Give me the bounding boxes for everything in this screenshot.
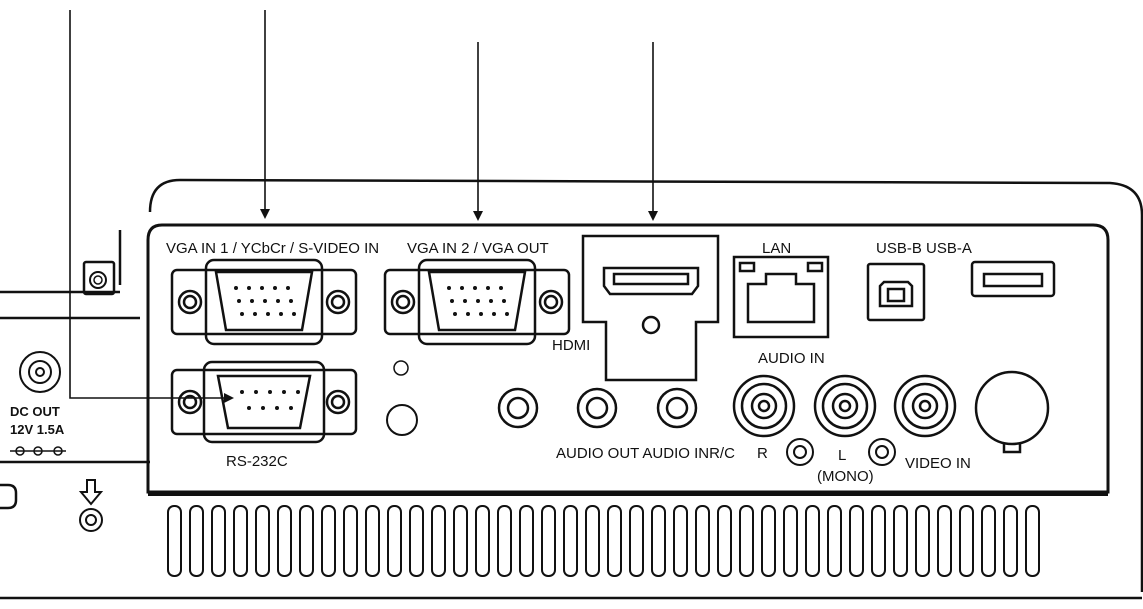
vga-in2-label: VGA IN 2 / VGA OUT <box>407 240 549 257</box>
panel-screw <box>386 404 418 436</box>
vent-slot <box>937 505 952 577</box>
audio-in-l-jack <box>813 374 877 438</box>
vent-slot <box>651 505 666 577</box>
vent-slot <box>409 505 424 577</box>
vent-slot <box>189 505 204 577</box>
hdmi-port <box>581 234 720 382</box>
audio-in-r-jack <box>732 374 796 438</box>
vent-slot <box>475 505 490 577</box>
vent-slot <box>893 505 908 577</box>
chassis <box>0 178 1143 600</box>
security-slot-cap <box>974 370 1050 446</box>
ground-terminal <box>79 508 103 532</box>
callout-arrows <box>69 10 658 403</box>
rca-small-jack-r <box>786 438 814 466</box>
vent-slot <box>541 505 556 577</box>
chassis-screw-inner <box>93 275 103 285</box>
vent-slot <box>321 505 336 577</box>
vent-slot <box>805 505 820 577</box>
arrow-rs232c <box>69 10 234 403</box>
vga-in1-port <box>170 258 358 346</box>
audio-in-rc-jack <box>656 387 698 429</box>
vent-slot <box>849 505 864 577</box>
vent-slot <box>607 505 622 577</box>
vent-slot <box>871 505 886 577</box>
vent-slot <box>277 505 292 577</box>
vga-in1-pins <box>234 286 296 316</box>
vent-slot <box>827 505 842 577</box>
rca-small-jack-l <box>868 438 896 466</box>
vent-grille <box>167 505 1040 577</box>
rs232c-pins <box>240 390 300 410</box>
vent-slot <box>255 505 270 577</box>
l-label: L <box>838 447 846 464</box>
vent-slot <box>695 505 710 577</box>
dc-out-spec: 12V 1.5A <box>10 422 65 437</box>
dc-out-label: DC OUT <box>10 404 60 419</box>
vent-slot <box>233 505 248 577</box>
vent-slot <box>915 505 930 577</box>
vent-slot <box>365 505 380 577</box>
vent-slot <box>497 505 512 577</box>
video-in-label: VIDEO IN <box>905 455 971 472</box>
cap-tab <box>1002 443 1022 454</box>
bracket-mark <box>0 483 18 510</box>
audio-out-jack <box>497 387 539 429</box>
vent-slot <box>1003 505 1018 577</box>
vent-slot <box>453 505 468 577</box>
vent-slot <box>761 505 776 577</box>
chassis-screw <box>89 271 107 289</box>
rs232c-port <box>170 360 358 444</box>
usb-label: USB-B USB-A <box>876 240 972 257</box>
dc-out-jack <box>19 351 61 393</box>
vent-slot <box>673 505 688 577</box>
audio-in-label: AUDIO IN <box>758 350 825 367</box>
mono-label: (MONO) <box>817 468 874 485</box>
vent-slot <box>629 505 644 577</box>
vent-slot <box>563 505 578 577</box>
vent-slot <box>387 505 402 577</box>
vent-slot <box>211 505 226 577</box>
rs232c-label: RS-232C <box>226 453 288 470</box>
vent-slot <box>299 505 314 577</box>
vga-in1-label: VGA IN 1 / YCbCr / S-VIDEO IN <box>166 240 379 257</box>
dc-polarity-icon <box>10 446 66 456</box>
vent-slot <box>1025 505 1040 577</box>
hdmi-label: HDMI <box>552 337 590 354</box>
vent-slot <box>717 505 732 577</box>
vent-slot <box>519 505 534 577</box>
video-in-jack <box>893 374 957 438</box>
vent-slot <box>431 505 446 577</box>
vent-slot <box>739 505 754 577</box>
audio-out-in-rc-label: AUDIO OUT AUDIO INR/C <box>556 445 735 462</box>
vent-slot <box>981 505 996 577</box>
vent-slot <box>585 505 600 577</box>
r-label: R <box>757 445 768 462</box>
indicator-hole <box>393 360 409 376</box>
vga-in2-port <box>383 258 571 346</box>
vent-slot <box>167 505 182 577</box>
audio-in-jack <box>576 387 618 429</box>
vga-in2-pins <box>447 286 509 316</box>
lan-label: LAN <box>762 240 791 257</box>
usb-b-port <box>866 262 926 322</box>
ground-arrow-icon <box>78 479 104 506</box>
vent-slot <box>343 505 358 577</box>
usb-a-port <box>970 260 1056 298</box>
vent-slot <box>783 505 798 577</box>
lan-port <box>732 255 830 339</box>
vent-slot <box>959 505 974 577</box>
